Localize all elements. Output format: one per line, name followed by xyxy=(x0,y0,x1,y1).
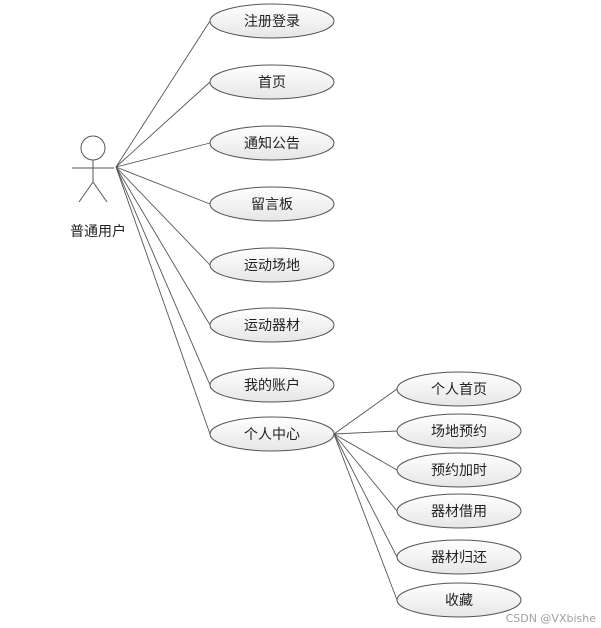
sub-use-case-label: 收藏 xyxy=(445,593,473,609)
use-case-sports-equipment: 运动器材 xyxy=(209,307,335,343)
sub-use-case-equipment-return: 器材归还 xyxy=(396,539,522,575)
sub-use-case-ellipse xyxy=(396,371,522,407)
sub-use-case-ellipse xyxy=(396,582,522,618)
use-case-ellipse xyxy=(209,307,335,343)
actor-label: 普通用户 xyxy=(70,223,126,240)
association-line-personal-home xyxy=(333,388,398,435)
sub-use-case-venue-booking: 场地预约 xyxy=(396,413,522,449)
use-case-label: 首页 xyxy=(258,75,286,91)
use-case-message-board: 留言板 xyxy=(209,186,335,222)
use-case-label: 运动器材 xyxy=(244,318,300,334)
use-case-ellipse xyxy=(209,186,335,222)
association-line-register-login xyxy=(115,20,211,168)
association-line-venue-booking xyxy=(333,430,398,435)
association-line-equipment-return xyxy=(333,433,398,558)
sub-use-case-label: 器材借用 xyxy=(431,504,487,520)
use-case-label: 通知公告 xyxy=(244,135,300,152)
watermark: CSDN @VXbishe xyxy=(506,612,597,625)
use-case-ellipse xyxy=(209,3,335,39)
association-line-personal-center xyxy=(115,166,211,435)
use-case-label: 个人中心 xyxy=(244,427,300,443)
actor-head xyxy=(80,135,106,161)
use-case-ellipse xyxy=(209,64,335,100)
sub-use-case-label: 器材归还 xyxy=(431,549,487,566)
use-case-ellipse xyxy=(209,247,335,283)
actor-right-leg xyxy=(92,181,108,203)
association-lines xyxy=(115,20,398,601)
association-line-favorites xyxy=(333,433,398,601)
sub-use-case-ellipse xyxy=(396,452,522,488)
use-case-my-account: 我的账户 xyxy=(209,367,335,403)
sub-use-case-ellipse xyxy=(396,413,522,449)
sub-use-case-ellipse xyxy=(396,539,522,575)
use-case-personal-center: 个人中心 xyxy=(209,416,335,452)
use-case-label: 我的账户 xyxy=(244,377,300,394)
use-case-sports-venues: 运动场地 xyxy=(209,247,335,283)
use-case-notices: 通知公告 xyxy=(209,125,335,161)
sub-use-case-booking-overtime: 预约加时 xyxy=(396,452,522,488)
association-line-home xyxy=(115,81,211,168)
association-line-booking-overtime xyxy=(333,433,398,471)
use-case-ellipse xyxy=(209,367,335,403)
sub-use-case-label: 场地预约 xyxy=(431,424,487,440)
sub-use-case-equipment-borrow: 器材借用 xyxy=(396,493,522,529)
use-case-ellipse xyxy=(209,125,335,161)
actor-left-leg xyxy=(78,181,94,203)
use-case-home: 首页 xyxy=(209,64,335,100)
sub-use-case-favorites: 收藏 xyxy=(396,582,522,618)
sub-use-case-ellipse xyxy=(396,493,522,529)
use-case-label: 留言板 xyxy=(251,197,293,213)
use-case-ellipse xyxy=(209,416,335,452)
actor-user: 普通用户 xyxy=(70,135,126,240)
association-line-equipment-borrow xyxy=(333,433,398,512)
use-case-label: 运动场地 xyxy=(244,258,300,274)
association-line-my-account xyxy=(115,166,211,386)
use-case-register-login: 注册登录 xyxy=(209,3,335,39)
sub-use-case-personal-home: 个人首页 xyxy=(396,371,522,407)
sub-use-case-label: 个人首页 xyxy=(431,382,487,398)
association-line-message-board xyxy=(115,166,211,205)
association-line-sports-venues xyxy=(115,166,211,266)
association-line-sports-equipment xyxy=(115,166,211,326)
use-case-label: 注册登录 xyxy=(244,14,300,30)
sub-use-case-label: 预约加时 xyxy=(431,463,487,479)
association-line-notices xyxy=(115,142,211,168)
